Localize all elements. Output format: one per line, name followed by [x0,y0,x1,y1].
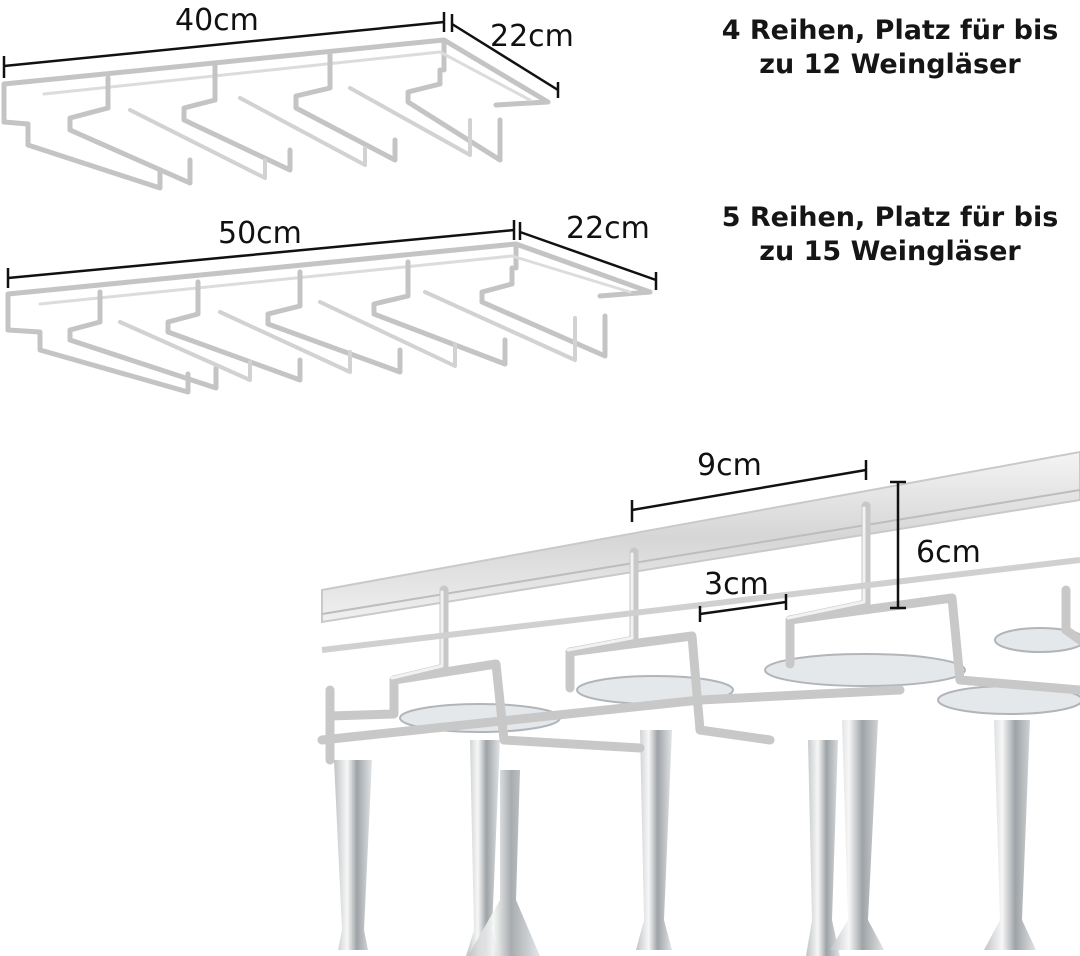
rack-50cm-description: 5 Reihen, Platz für bis zu 15 Weingläser [700,201,1080,269]
rack-40cm-description: 4 Reihen, Platz für bis zu 12 Weingläser [700,14,1080,82]
rack-50cm-drawing [5,241,653,395]
rack-50cm-width-label: 50cm [218,216,302,251]
rack-40cm-width-label: 40cm [175,3,259,38]
rack-50cm-dimensions [6,220,658,290]
rack-50cm-description-line2: zu 15 Weingläser [759,236,1021,267]
rack-50cm-description-line1: 5 Reihen, Platz für bis [721,202,1059,233]
detail-slot-width-label: 3cm [704,567,769,602]
detail-wire-hooks [317,501,1080,765]
detail-rack-with-glasses [317,450,1080,956]
rack-40cm-depth-label: 22cm [490,19,574,54]
rack-40cm-description-line1: 4 Reihen, Platz für bis [721,15,1059,46]
detail-dimensions [630,460,906,622]
rack-40cm-description-line2: zu 12 Weingläser [759,49,1021,80]
wine-glass-stems [334,720,1036,956]
wine-glass-bases [399,627,1080,733]
detail-spacing-label: 9cm [697,448,762,483]
rack-50cm-depth-label: 22cm [566,211,650,246]
rack-40cm-drawing [1,37,551,191]
rack-40cm-dimensions [2,12,560,98]
detail-height-label: 6cm [916,535,981,570]
